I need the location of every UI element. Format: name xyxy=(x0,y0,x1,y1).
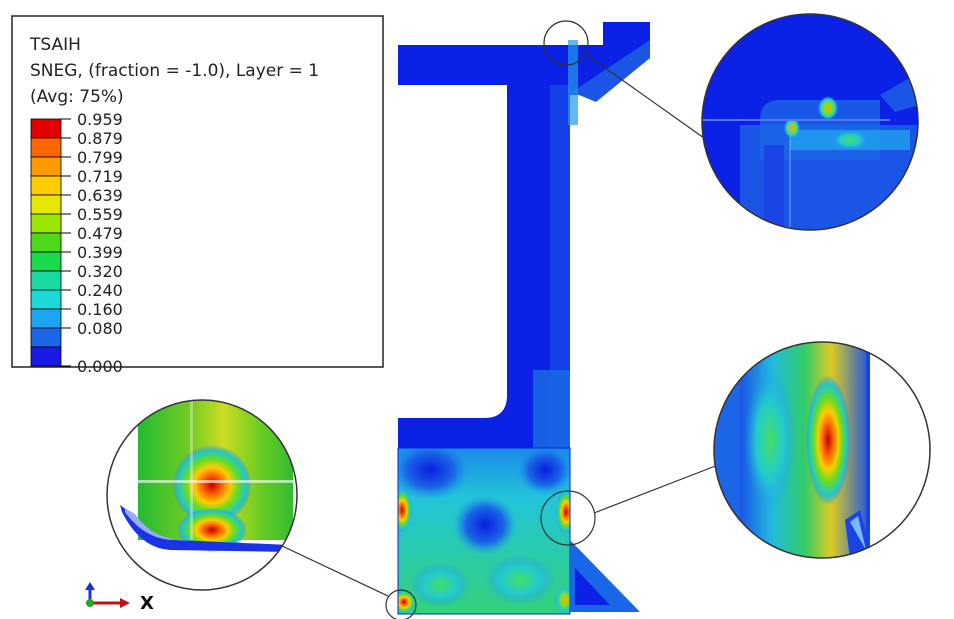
legend-color-band xyxy=(30,118,62,139)
bottom-bracket-inner xyxy=(575,568,610,605)
legend-color-band xyxy=(30,194,62,215)
zoom-detail-left xyxy=(106,399,298,591)
legend-color-band xyxy=(30,327,62,348)
legend-color-band xyxy=(30,270,62,291)
legend-color-band xyxy=(30,308,62,329)
lower-block xyxy=(398,448,570,614)
legend-color-bar xyxy=(30,118,62,367)
web-edge xyxy=(550,85,570,448)
marker-circle-bottom xyxy=(385,589,417,619)
legend-color-band xyxy=(30,346,62,367)
z-axis-dot xyxy=(86,599,94,607)
marker-circle-mid xyxy=(540,490,596,546)
legend-value-label: 0.799 xyxy=(77,148,123,167)
legend-color-band xyxy=(30,175,62,196)
legend-color-band xyxy=(30,213,62,234)
main-model xyxy=(385,20,650,619)
legend-value-label: 0.399 xyxy=(77,243,123,262)
x-axis-label: X xyxy=(140,593,154,614)
legend-value-label: 0.959 xyxy=(77,110,123,129)
legend-value-label: 0.879 xyxy=(77,129,123,148)
top-flange xyxy=(398,45,573,85)
legend-color-band xyxy=(30,289,62,310)
zoom-frame xyxy=(701,13,919,231)
marker-circle-top xyxy=(543,20,589,66)
legend-value-label: 0.639 xyxy=(77,186,123,205)
zoom-frame xyxy=(106,399,298,591)
legend-value-label: 0.080 xyxy=(77,319,123,338)
legend-value-label: 0.719 xyxy=(77,167,123,186)
web xyxy=(398,85,570,448)
legend-frame xyxy=(11,15,384,368)
axis-triad: X xyxy=(85,582,154,614)
legend-title-line: (Avg: 75%) xyxy=(30,87,124,107)
lower-block-outline xyxy=(397,447,571,615)
top-bracket xyxy=(570,22,650,95)
legend-color-band xyxy=(30,232,62,253)
legend-title-line: TSAIH xyxy=(29,35,81,55)
legend-value-labels: 0.9590.8790.7990.7190.6390.5590.4790.399… xyxy=(61,110,123,376)
legend-color-band xyxy=(30,251,62,272)
web-lower-gradient xyxy=(533,370,570,448)
legend-value-label: 0.000 xyxy=(77,357,123,376)
legend-color-band xyxy=(30,156,62,177)
bracket-stiffener xyxy=(572,40,650,102)
zoom-detail-top-right xyxy=(701,13,919,231)
legend-value-label: 0.160 xyxy=(77,300,123,319)
bracket-hotspot xyxy=(568,40,578,125)
legend-value-label: 0.479 xyxy=(77,224,123,243)
legend-color-band xyxy=(30,137,62,158)
legend-title-line: SNEG, (fraction = -1.0), Layer = 1 xyxy=(30,61,319,81)
legend-value-label: 0.320 xyxy=(77,262,123,281)
legend-value-label: 0.559 xyxy=(77,205,123,224)
zoom-detail-right xyxy=(713,341,931,559)
legend-value-label: 0.240 xyxy=(77,281,123,300)
legend: TSAIH SNEG, (fraction = -1.0), Layer = 1… xyxy=(11,15,384,376)
zoom-frame xyxy=(713,341,931,559)
